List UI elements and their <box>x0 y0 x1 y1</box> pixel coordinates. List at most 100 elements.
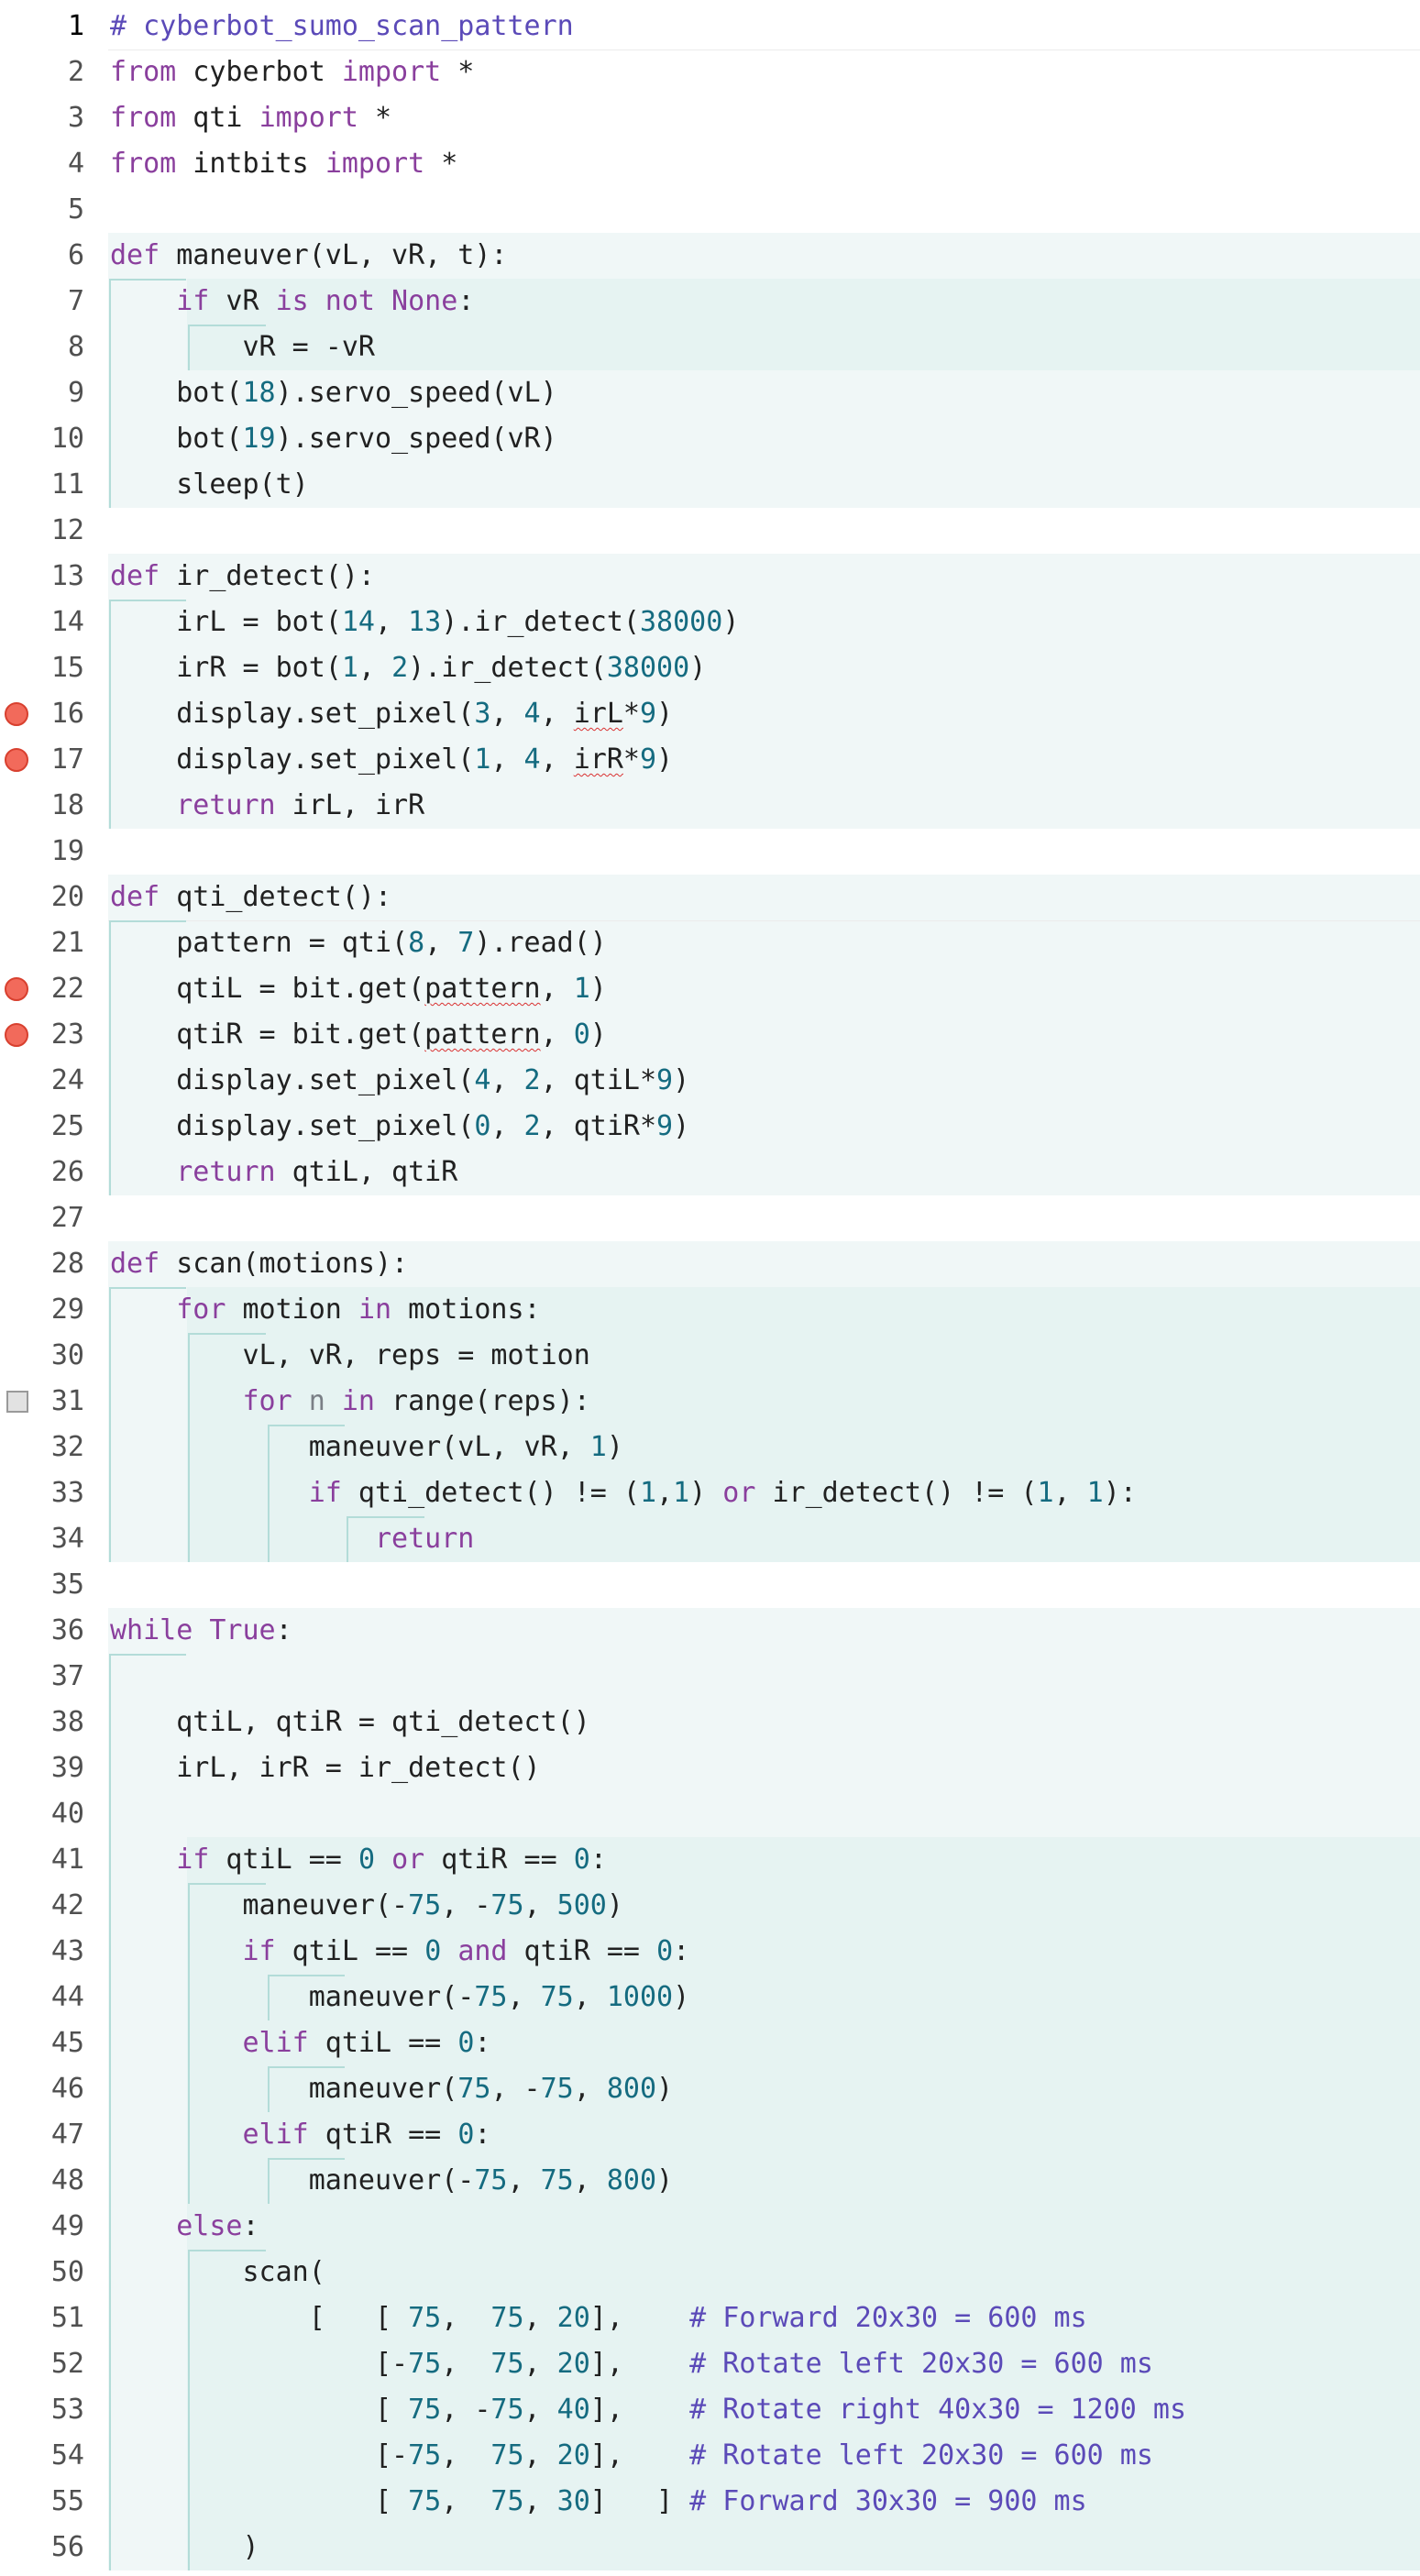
code-line[interactable]: ) <box>110 2525 259 2570</box>
code-line[interactable]: # cyberbot_sumo_scan_pattern <box>110 4 574 50</box>
line-number: 56 <box>50 2531 84 2563</box>
code-line[interactable]: display.set_pixel(4, 2, qtiL*9) <box>110 1058 689 1104</box>
code-line[interactable]: return qtiL, qtiR <box>110 1150 457 1195</box>
code-line[interactable]: elif qtiR == 0: <box>110 2112 491 2158</box>
code-token: 20 <box>556 2348 590 2380</box>
code-line[interactable]: pattern = qti(8, 7).read() <box>110 920 607 966</box>
code-token: in <box>358 1294 392 1326</box>
code-line[interactable]: from cyberbot import * <box>110 50 474 95</box>
code-line[interactable]: maneuver(-75, 75, 800) <box>110 2158 673 2204</box>
line-separator <box>108 920 1420 921</box>
code-token: 800 <box>606 2073 657 2105</box>
code-line[interactable]: elif qtiL == 0: <box>110 2020 491 2066</box>
line-number: 33 <box>50 1477 84 1509</box>
code-token: 75 <box>490 2302 524 2334</box>
code-token: maneuver(- <box>110 1981 475 2013</box>
disabled-breakpoint-icon[interactable] <box>6 1391 28 1413</box>
code-line[interactable]: qtiL, qtiR = qti_detect() <box>110 1700 590 1745</box>
code-line[interactable]: def ir_detect(): <box>110 554 375 600</box>
code-line[interactable]: maneuver(-75, 75, 1000) <box>110 1975 689 2020</box>
indent-guide <box>267 1975 346 1976</box>
code-line[interactable]: [ 75, -75, 40], # Rotate right 40x30 = 1… <box>110 2387 1186 2433</box>
code-line[interactable]: if qtiL == 0 and qtiR == 0: <box>110 1929 690 1975</box>
code-line[interactable]: display.set_pixel(0, 2, qtiR*9) <box>110 1104 689 1150</box>
code-line[interactable]: sleep(t) <box>110 462 309 508</box>
code-line[interactable]: from qti import * <box>110 95 391 141</box>
breakpoint-icon[interactable] <box>5 1023 28 1047</box>
code-line[interactable]: if qti_detect() != (1,1) or ir_detect() … <box>110 1470 1137 1516</box>
breakpoint-icon[interactable] <box>5 748 28 772</box>
breakpoint-icon[interactable] <box>5 977 28 1001</box>
code-line[interactable]: for motion in motions: <box>110 1287 540 1333</box>
code-line[interactable]: maneuver(-75, -75, 500) <box>110 1883 622 1929</box>
line-number: 21 <box>50 927 84 959</box>
code-line[interactable]: qtiR = bit.get(pattern, 0) <box>110 1012 607 1058</box>
code-token: 7 <box>457 927 475 959</box>
code-line[interactable]: [ [ 75, 75, 20], # Forward 20x30 = 600 m… <box>110 2295 1087 2341</box>
code-line[interactable]: def qti_detect(): <box>110 875 391 920</box>
code-line[interactable]: vL, vR, reps = motion <box>110 1333 590 1379</box>
code-line[interactable]: irL, irR = ir_detect() <box>110 1745 540 1791</box>
line-number: 12 <box>50 514 84 546</box>
code-line[interactable]: display.set_pixel(1, 4, irR*9) <box>110 737 673 783</box>
code-line[interactable]: return <box>110 1516 474 1562</box>
indent-guide <box>109 600 187 601</box>
indent-guide <box>267 2158 346 2160</box>
code-line[interactable]: if qtiL == 0 or qtiR == 0: <box>110 1837 607 1883</box>
code-line[interactable]: while True: <box>110 1608 292 1654</box>
code-line[interactable]: maneuver(75, -75, 800) <box>110 2066 673 2112</box>
code-token: maneuver( <box>110 2073 458 2105</box>
code-line[interactable]: bot(18).servo_speed(vL) <box>110 370 556 416</box>
code-token <box>110 2210 176 2242</box>
code-token: return <box>176 1156 276 1188</box>
code-line[interactable]: else: <box>110 2204 259 2250</box>
code-token: , <box>523 2394 557 2426</box>
code-token: 1 <box>341 652 358 684</box>
code-line[interactable]: [-75, 75, 20], # Rotate left 20x30 = 600… <box>110 2341 1153 2387</box>
code-token: 75 <box>490 1889 524 1921</box>
indent-guide <box>188 2250 266 2251</box>
code-token <box>110 1523 375 1555</box>
indent-guide <box>347 1516 424 1518</box>
code-token: maneuver(vL, vR, t): <box>160 239 508 271</box>
code-line[interactable]: irL = bot(14, 13).ir_detect(38000) <box>110 600 739 645</box>
line-number: 37 <box>50 1660 84 1692</box>
line-number: 27 <box>50 1202 84 1234</box>
code-line[interactable]: bot(19).servo_speed(vR) <box>110 416 556 462</box>
code-token: 0 <box>474 1110 491 1142</box>
code-line[interactable]: return irL, irR <box>110 783 424 829</box>
code-line[interactable]: def maneuver(vL, vR, t): <box>110 233 507 279</box>
indent-guide <box>109 1287 187 1289</box>
code-token <box>110 1294 176 1326</box>
code-token: , <box>441 2485 491 2517</box>
code-line[interactable]: [ 75, 75, 30] ] # Forward 30x30 = 900 ms <box>110 2479 1087 2525</box>
code-block-highlight <box>108 875 1420 1195</box>
line-number: 41 <box>50 1844 84 1876</box>
indent-guide <box>267 2066 270 2112</box>
code-line[interactable]: maneuver(vL, vR, 1) <box>110 1425 623 1470</box>
indent-guide <box>109 920 111 1195</box>
code-line[interactable]: scan( <box>110 2250 325 2295</box>
code-token: , <box>523 2485 557 2517</box>
code-token: 0 <box>457 2027 475 2059</box>
indent-guide <box>267 2066 346 2068</box>
line-number: 54 <box>50 2439 84 2471</box>
code-token: qti_detect(): <box>160 881 392 913</box>
code-token: 75 <box>490 2439 524 2471</box>
code-token: , <box>656 1477 674 1509</box>
code-line[interactable]: qtiL = bit.get(pattern, 1) <box>110 966 607 1012</box>
code-token: vL, vR, reps = motion <box>110 1339 590 1371</box>
breakpoint-icon[interactable] <box>5 702 28 726</box>
code-token <box>110 1935 243 1967</box>
code-line[interactable]: [-75, 75, 20], # Rotate left 20x30 = 600… <box>110 2433 1153 2479</box>
code-line[interactable]: if vR is not None: <box>110 279 474 325</box>
code-line[interactable]: for n in range(reps): <box>110 1379 590 1425</box>
code-line[interactable]: from intbits import * <box>110 141 457 187</box>
code-line[interactable]: irR = bot(1, 2).ir_detect(38000) <box>110 645 706 691</box>
code-token: ).ir_detect( <box>441 606 640 638</box>
indent-guide <box>267 2158 270 2204</box>
code-line[interactable]: display.set_pixel(3, 4, irL*9) <box>110 691 673 737</box>
code-line[interactable]: def scan(motions): <box>110 1241 408 1287</box>
code-line[interactable]: vR = -vR <box>110 325 375 370</box>
